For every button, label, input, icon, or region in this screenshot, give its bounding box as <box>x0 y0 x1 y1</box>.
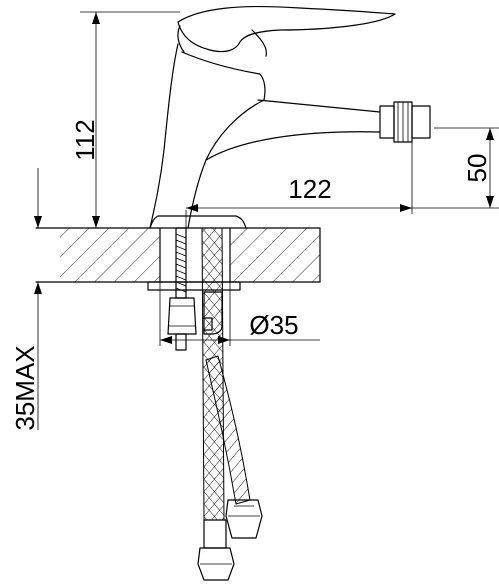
outlet-height-label: 50 <box>462 154 492 183</box>
height-total-label: 112 <box>70 119 100 160</box>
dimension-hole-35: Ø35 <box>159 282 320 346</box>
hole-diameter-label: Ø35 <box>249 310 298 340</box>
dimension-reach-122: 122 <box>186 142 413 214</box>
countertop-section <box>35 227 321 283</box>
max-thickness-label: 35MAX <box>10 345 40 430</box>
dimension-outlet-50: 50 <box>410 127 499 209</box>
dimension-height-112: 112 <box>70 11 180 228</box>
flexible-hoses <box>197 227 263 581</box>
fixing-assembly <box>147 227 241 351</box>
dimension-thickness-35max: 35MAX <box>10 168 42 431</box>
faucet-body <box>149 5 431 229</box>
spout-reach-label: 122 <box>288 174 331 204</box>
